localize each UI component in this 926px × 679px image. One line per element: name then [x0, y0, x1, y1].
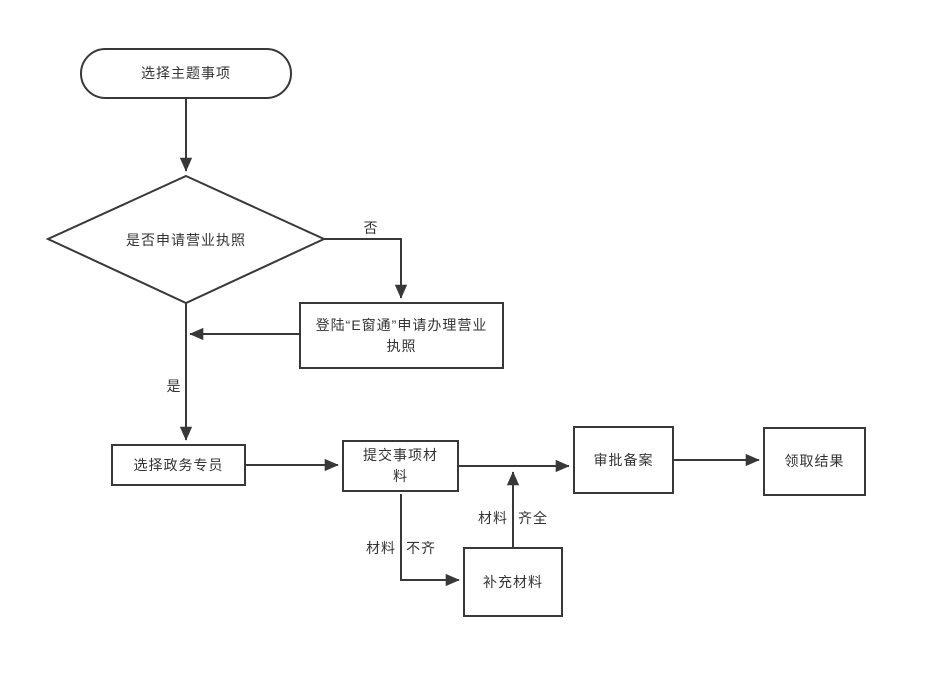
- node-ewindow-label: 登陆“E窗通”申请办理营业执照: [315, 316, 488, 354]
- node-submit-label: 提交事项材料: [363, 447, 438, 484]
- node-supplement: 补充材料: [463, 547, 563, 617]
- edge-submit-incomplete-to-supplement: [400, 494, 460, 587]
- edge-label-yes: 是: [166, 378, 182, 394]
- node-specialist-label: 选择政务专员: [133, 456, 224, 473]
- node-result-label: 领取结果: [784, 453, 845, 469]
- edge-decision-no-to-ewindow: [324, 238, 408, 299]
- node-ewindow: 登陆“E窗通”申请办理营业执照: [299, 302, 504, 369]
- node-start: 选择主题事项: [80, 48, 292, 99]
- node-specialist: 选择政务专员: [111, 444, 246, 486]
- node-submit: 提交事项材料: [342, 440, 459, 492]
- node-decision-label: 是否申请营业执照: [126, 232, 246, 248]
- node-approve: 审批备案: [573, 426, 674, 494]
- edge-label-no: 否: [363, 220, 379, 236]
- node-approve-label: 审批备案: [593, 451, 654, 468]
- node-supplement-label: 补充材料: [483, 573, 543, 590]
- edge-label-materials-complete: 材料 齐全: [478, 510, 548, 526]
- node-result: 领取结果: [763, 427, 866, 496]
- edge-label-materials-incomplete: 材料 不齐: [366, 540, 436, 556]
- node-start-label: 选择主题事项: [141, 65, 231, 81]
